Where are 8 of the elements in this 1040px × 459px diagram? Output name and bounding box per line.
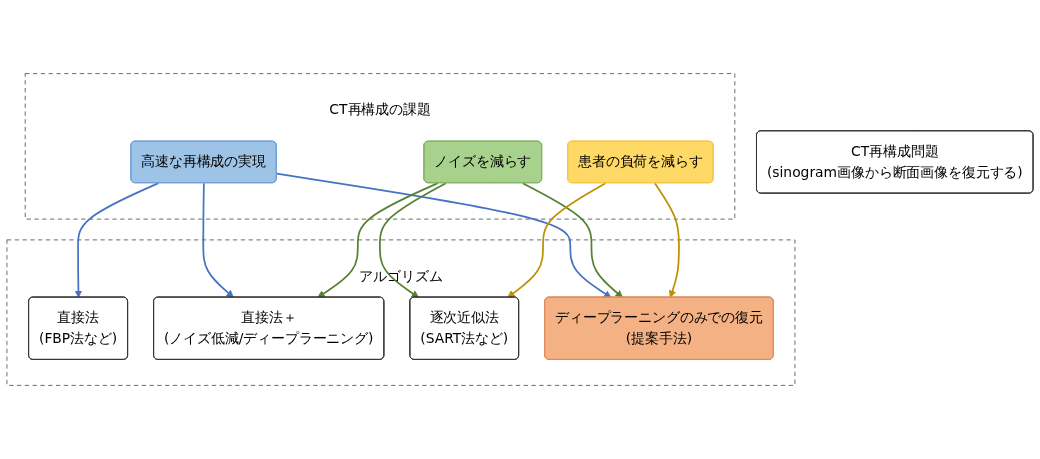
arrow — [379, 182, 447, 298]
arrow — [521, 182, 623, 298]
arrow — [507, 182, 607, 298]
arrow — [275, 172, 612, 298]
arrow — [202, 182, 234, 298]
arrow — [317, 182, 439, 298]
arrow — [74, 182, 160, 298]
arrow — [654, 182, 680, 298]
